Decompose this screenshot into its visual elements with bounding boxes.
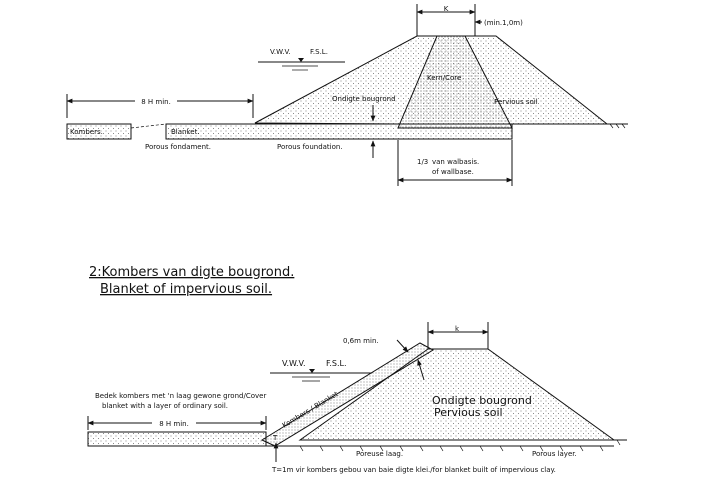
- bottom-water-level-en: F.S.L.: [326, 359, 346, 368]
- bottom-thickness-arrow-2: [417, 359, 425, 381]
- bottom-blanket: [260, 342, 435, 447]
- bottom-cover-note-2: blanket with a layer of ordinary soil.: [102, 402, 228, 410]
- top-length-label: 8 H min.: [141, 98, 171, 106]
- bottom-thickness-arrow-1: [396, 339, 409, 353]
- bottom-impervious-label: Ondigte bougrond: [432, 394, 532, 407]
- bottom-t-marker: T: [272, 434, 278, 442]
- top-blanket-layer: [165, 123, 513, 140]
- top-crest-width-label: K: [444, 5, 449, 13]
- bottom-length-label: 8 H min.: [159, 420, 189, 428]
- top-kombers-label: Kombers.: [70, 128, 103, 136]
- bottom-ground-hatch: [299, 439, 621, 452]
- top-porous-en: Porous foundation.: [277, 143, 343, 151]
- top-blanket-label: Blanket.: [171, 128, 200, 136]
- top-ground-hatch: [609, 123, 626, 129]
- heading-line-1: 2:Kombers van digte bougrond.: [89, 265, 294, 280]
- top-wallbase-af: van walbasis.: [432, 158, 479, 166]
- top-crest-min-label: (min.1,0m): [484, 19, 523, 27]
- top-water-level-en: F.S.L.: [310, 48, 328, 56]
- bottom-crest-width-label: k: [455, 325, 460, 333]
- top-porous-af: Porous fondament.: [145, 143, 211, 151]
- bottom-water-level-af: V.W.V.: [282, 359, 306, 368]
- bottom-length-bg: [152, 418, 196, 428]
- bottom-blanket-thickness-label: 0,6m min.: [343, 337, 379, 345]
- bottom-cover-note-1: Bedek kombers met 'n laag gewone grond/C…: [95, 392, 266, 400]
- bottom-water-marker: [309, 369, 315, 373]
- top-length-bg: [135, 96, 177, 106]
- bottom-porous-af: Poreuse laag.: [356, 450, 403, 458]
- bottom-porous-en: Porous layer.: [532, 450, 577, 458]
- top-wallbase-fraction: 1/3: [417, 158, 428, 166]
- section-heading: 2:Kombers van digte bougrond. Blanket of…: [89, 265, 294, 297]
- top-section: K (min.1,0m) V.W.V. F.S.L. 8 H min. Ondi…: [66, 4, 628, 186]
- heading-line-2: Blanket of impervious soil.: [100, 282, 272, 297]
- bottom-pervious-label: Pervious soil: [434, 406, 503, 419]
- bottom-kombers-layer: [87, 431, 267, 447]
- top-wallbase-en: of wallbase.: [432, 168, 474, 176]
- top-core-label: Kern/Core: [427, 74, 461, 82]
- top-water-level-af: V.W.V.: [270, 48, 291, 56]
- top-pervious-label: Pervious soil: [494, 98, 538, 106]
- bottom-footnote: T=1m vir kombers gebou van baie digte kl…: [271, 466, 556, 474]
- top-impervious-label: Ondigte bougrond: [332, 95, 396, 103]
- top-kombers-layer: [66, 123, 132, 140]
- bottom-section: k 0,6m min. V.W.V. F.S.L. Bedek kombers …: [87, 322, 627, 474]
- top-blanket-dash: [130, 123, 167, 129]
- top-water-marker: [298, 58, 304, 62]
